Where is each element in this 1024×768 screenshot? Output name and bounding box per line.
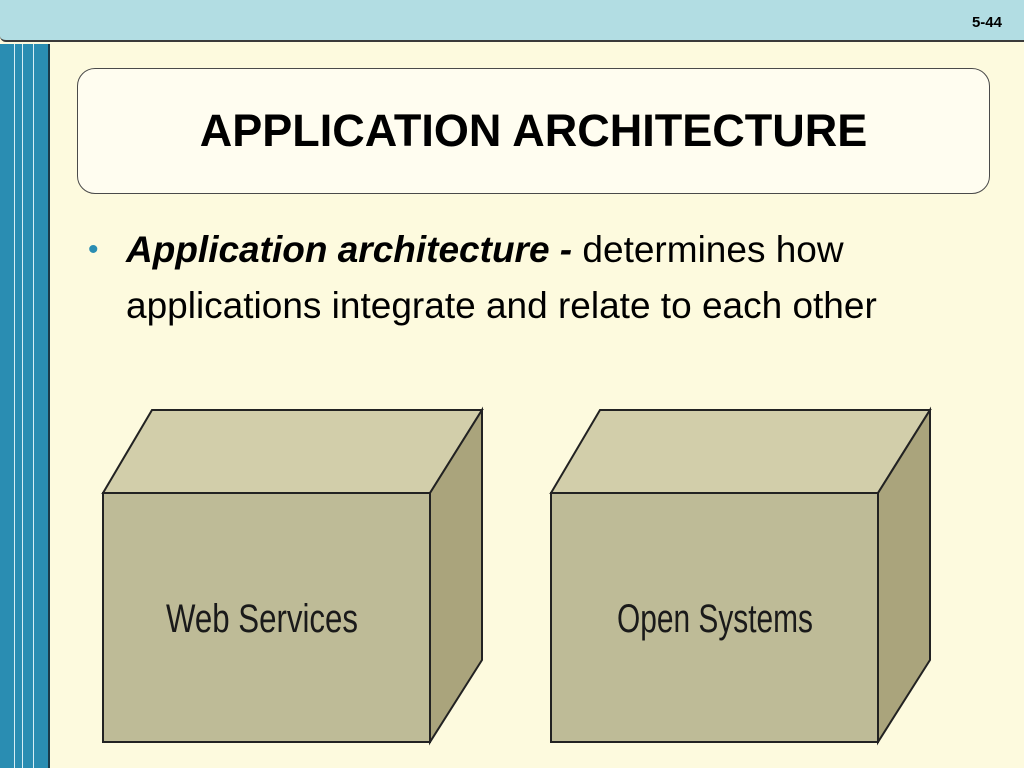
side-bar-line [22, 44, 23, 768]
slide-title: APPLICATION ARCHITECTURE [199, 105, 868, 156]
title-box: APPLICATION ARCHITECTURE [77, 68, 990, 194]
side-bar-line [33, 44, 34, 768]
box-front-face [102, 492, 431, 743]
box-front-face [550, 492, 879, 743]
top-bar: 5-44 [0, 0, 1024, 42]
open-systems-box: Open Systems [549, 406, 932, 746]
side-bar [0, 44, 50, 768]
bullet-icon: • [88, 233, 99, 266]
bullet-term: Application architecture - [126, 229, 573, 270]
box-top-face [101, 409, 484, 494]
web-services-box: Web Services [101, 406, 484, 746]
slide-number: 5-44 [971, 14, 1002, 31]
open-systems-label: Open Systems [617, 597, 813, 641]
bullet-item: Application architecture - determines ho… [126, 222, 946, 334]
side-bar-line [14, 44, 15, 768]
bullet-definition: determines how applications integrate an… [126, 229, 877, 326]
web-services-label: Web Services [166, 597, 358, 641]
box-top-face [549, 409, 932, 494]
